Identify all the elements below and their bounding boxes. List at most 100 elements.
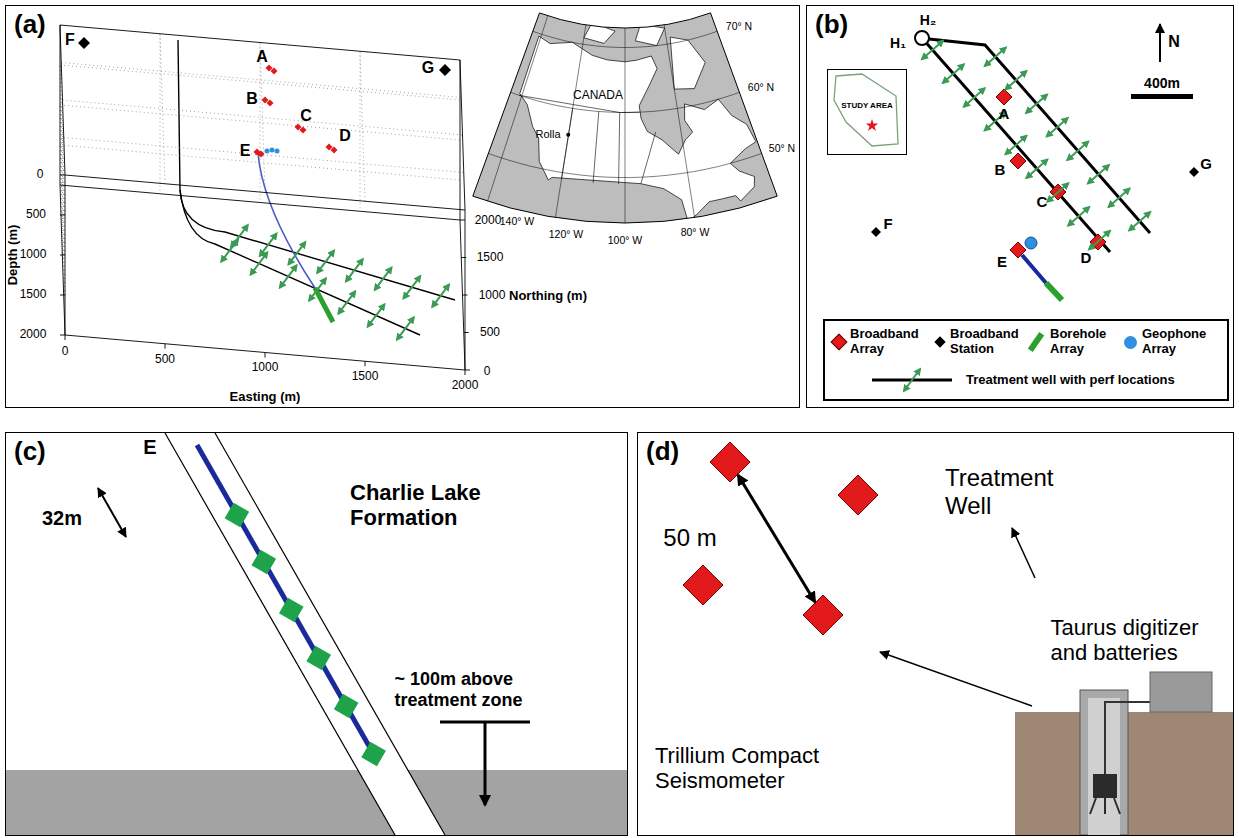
borehole-sensor: [279, 598, 304, 623]
perf-arrow: [964, 88, 985, 106]
station-label: C: [1037, 193, 1048, 210]
spacing-arrow: [98, 488, 126, 537]
tripod-leg: [1114, 798, 1120, 814]
map-label: 60° N: [748, 81, 774, 93]
tick-mark: [365, 361, 366, 366]
map-land: [520, 36, 756, 222]
province-border: [593, 112, 599, 183]
box-edge: [60, 25, 65, 175]
broadband-array: [1010, 153, 1026, 169]
perf-arrow: [432, 285, 449, 307]
perf-arrow: [251, 252, 268, 274]
perf-arrow: [1006, 136, 1027, 154]
box-edge: [460, 60, 465, 210]
broadband-station: [1189, 167, 1199, 177]
perf-arrow: [338, 291, 355, 313]
tick-mark: [465, 370, 466, 375]
map-frame: [473, 13, 777, 223]
north-arrow: [1159, 24, 1161, 62]
annotation: N: [1168, 33, 1180, 51]
tick-mark: [463, 295, 468, 296]
station-label: G: [422, 59, 434, 77]
perf-arrow: [1026, 95, 1047, 113]
panel-label: (d): [646, 436, 679, 467]
graticule: [663, 19, 696, 224]
station-label: B: [995, 161, 1006, 178]
tick-mark: [165, 344, 166, 349]
panel-b-drawing: [824, 24, 1228, 400]
tick-label: 500: [26, 208, 46, 222]
station-label: A: [256, 48, 268, 66]
borehole-array: [1046, 283, 1062, 300]
tick-label: 1500: [352, 370, 379, 384]
tick-mark: [60, 335, 65, 336]
legend-text: Geophone Array: [1142, 327, 1212, 357]
panel-label: (b): [815, 9, 848, 40]
map-label: 120° W: [549, 228, 584, 240]
map-label: CANADA: [573, 89, 623, 103]
borehole-sensor: [251, 550, 276, 575]
broadband-array: [710, 442, 750, 482]
tick-mark: [60, 175, 65, 176]
broadband-array: [996, 89, 1012, 105]
study-star: [866, 119, 878, 131]
box-edge: [65, 175, 465, 210]
map-island: [670, 37, 705, 89]
grid-line: [61, 63, 461, 98]
tick-label: 0: [484, 365, 491, 379]
annotation: 400m: [1144, 75, 1180, 91]
geophone: [270, 148, 275, 153]
perf-arrow: [221, 239, 238, 261]
station-label: A: [999, 105, 1010, 122]
scale-bar: [1131, 94, 1193, 99]
broadband-station: [871, 227, 881, 237]
graticule: [625, 22, 626, 230]
borehole-sensor: [361, 742, 386, 767]
station-label: H₁: [890, 35, 906, 51]
dimension-arrow: [738, 475, 815, 602]
inset-box: STUDY AREA: [827, 69, 907, 155]
axis-title: Depth (m): [6, 225, 21, 286]
grid-line: [360, 51, 361, 211]
annotation: Trillium Compact Seismometer: [655, 743, 845, 794]
tick-label: 500: [155, 353, 175, 367]
map-label: 70° N: [726, 20, 752, 32]
station-label: D: [339, 127, 351, 145]
perf-arrow: [1088, 165, 1109, 183]
station-label: F: [65, 31, 75, 49]
broadband-station: [78, 37, 90, 49]
tick-label: 1000: [479, 289, 506, 303]
panel-label: (c): [14, 436, 46, 467]
tick-label: 0: [37, 168, 44, 182]
annotation: 50 m: [663, 524, 716, 552]
tick-label: 0: [62, 345, 69, 359]
legend-perf-sample: [904, 369, 920, 391]
perf-arrow: [922, 41, 943, 59]
tick-label: 1000: [20, 248, 47, 262]
map-label: 100° W: [608, 234, 643, 246]
perf-arrow: [1089, 231, 1110, 249]
borehole-sensor: [225, 503, 250, 528]
grid-line: [60, 105, 65, 255]
perf-arrow: [368, 304, 385, 326]
town-dot: [566, 133, 570, 137]
tick-label: 500: [480, 326, 500, 340]
annotation: Treatment Well: [945, 464, 1075, 519]
panel-label: (a): [14, 9, 46, 40]
map-label: Rolla: [535, 128, 560, 141]
perf-arrow: [288, 242, 305, 264]
geophone: [275, 149, 280, 154]
station-label: F: [883, 215, 892, 232]
graticule: [486, 10, 550, 208]
tick-label: 2000: [20, 328, 47, 342]
tick-mark: [460, 220, 465, 221]
station-label: E: [143, 436, 156, 459]
tick-mark: [60, 255, 65, 256]
station-label: G: [1200, 155, 1212, 172]
province-outline: [834, 74, 898, 146]
broadband-array: [300, 127, 307, 134]
inset-title: STUDY AREA: [841, 101, 893, 110]
annotation: ~ 100m above treatment zone: [395, 669, 530, 710]
borehole: [1022, 255, 1046, 283]
